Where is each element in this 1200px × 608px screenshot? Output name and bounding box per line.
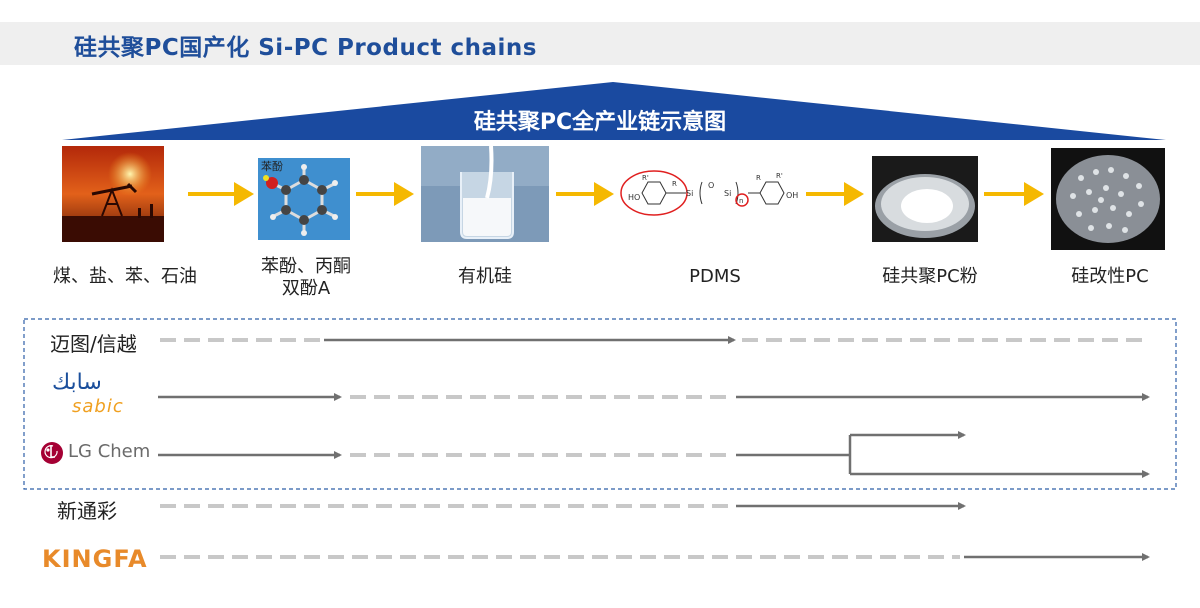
- svg-text:R': R': [642, 174, 649, 182]
- svg-text:R: R: [756, 174, 761, 182]
- stage-label-phenol: 苯酚、丙酮 双酚A: [236, 256, 376, 300]
- stage-label-raw-materials: 煤、盐、苯、石油: [53, 266, 197, 287]
- integrated-players-box: [23, 318, 1177, 490]
- svg-text:R': R': [776, 172, 783, 180]
- svg-text:Si: Si: [724, 189, 731, 198]
- stage-label-silicone: 有机硅: [458, 266, 512, 287]
- page-title: 硅共聚PC国产化 Si-PC Product chains: [74, 35, 537, 61]
- stage-label-phenol-line2: 双酚A: [281, 278, 331, 299]
- pdms-structure-image: HO R' R Si O Si n R R' OH: [620, 170, 798, 216]
- lg-chem-text: LG Chem: [68, 441, 151, 462]
- banner-title: 硅共聚PC全产业链示意图: [473, 110, 727, 135]
- lg-logo-icon: [41, 442, 63, 464]
- title-band: [0, 22, 1200, 65]
- sabic-logo-arabic: سابك: [52, 370, 102, 395]
- kingfa-logo: KINGFA: [42, 545, 148, 573]
- svg-text:Si: Si: [686, 189, 693, 198]
- phenol-image-tag: 苯酚: [261, 160, 283, 173]
- sabic-logo: سابك sabic: [50, 370, 140, 420]
- stage-arrows: [188, 182, 1044, 206]
- stage-label-pdms: PDMS: [689, 266, 741, 287]
- beaker-image: [421, 146, 549, 242]
- company-xintongcai: 新通彩: [57, 499, 117, 523]
- svg-text:n: n: [739, 197, 743, 205]
- stage-label-sipc-powder: 硅共聚PC粉: [882, 266, 978, 287]
- banner-triangle: [62, 82, 1166, 140]
- svg-text:R: R: [672, 180, 677, 188]
- company-momentive-shinetsu: 迈图/信越: [50, 332, 137, 356]
- sipc-pellets-image: [1051, 148, 1165, 250]
- svg-text:HO: HO: [628, 193, 640, 202]
- stage-label-phenol-line1: 苯酚、丙酮: [261, 256, 351, 277]
- sipc-powder-image: [872, 156, 978, 242]
- phenol-molecule-image: [258, 158, 350, 240]
- oil-field-image: [62, 146, 164, 242]
- svg-text:O: O: [708, 181, 714, 190]
- sabic-logo-latin: sabic: [72, 396, 124, 417]
- svg-text:OH: OH: [786, 191, 798, 200]
- stage-label-sipc: 硅改性PC: [1071, 266, 1149, 287]
